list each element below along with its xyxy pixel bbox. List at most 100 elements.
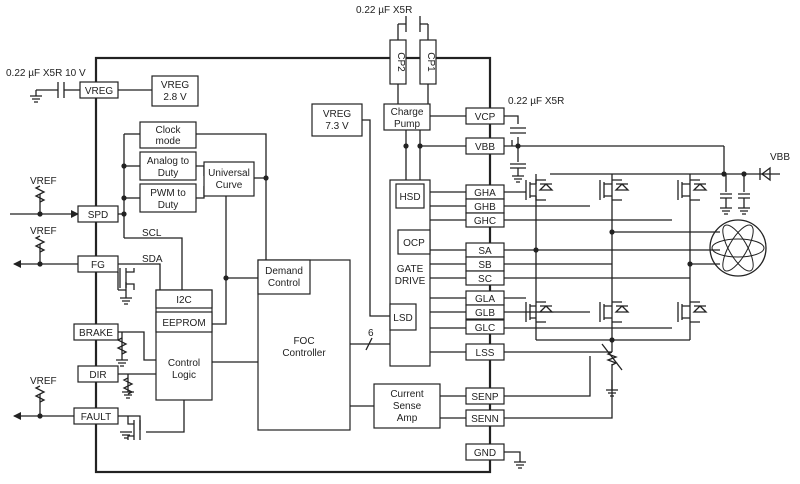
pin-glb: GLB <box>465 304 505 320</box>
pin-sa: SA <box>465 242 505 258</box>
vbb-input-diode <box>759 166 771 182</box>
block-analog-to-duty: Analog to Duty <box>139 151 197 181</box>
mosfet-lc <box>677 301 708 323</box>
vcp-cap-label: 0.22 µF X5R <box>508 96 564 107</box>
svg-text:Pump: Pump <box>394 119 421 130</box>
svg-text:CP1: CP1 <box>425 52 436 72</box>
block-gate-drive: GATE DRIVE <box>389 179 431 367</box>
svg-text:2.8 V: 2.8 V <box>163 92 187 103</box>
svg-text:GLB: GLB <box>475 308 495 319</box>
svg-text:BRAKE: BRAKE <box>79 328 113 339</box>
svg-text:GND: GND <box>474 448 496 459</box>
svg-text:GLC: GLC <box>475 323 496 334</box>
svg-text:Amp: Amp <box>397 413 418 424</box>
pull-up-resistors <box>34 185 618 403</box>
mosfet-ha <box>525 179 554 201</box>
mosfet-la <box>525 301 554 323</box>
block-universal-curve: Universal Curve <box>203 161 255 197</box>
pin-senp: SENP <box>465 387 505 405</box>
svg-text:SENP: SENP <box>471 392 499 403</box>
block-clock-mode: Clock mode <box>139 121 197 149</box>
pin-dir: DIR <box>77 365 119 383</box>
svg-text:VCP: VCP <box>475 112 496 123</box>
mosfet-hc <box>677 179 708 201</box>
vreg73-to-lsd-wire <box>362 119 390 317</box>
pin-vreg: VREG <box>79 81 119 99</box>
svg-text:I2C: I2C <box>176 295 192 306</box>
pin-gla: GLA <box>465 290 505 306</box>
mosfet-hb <box>599 179 630 201</box>
svg-text:HSD: HSD <box>399 192 420 203</box>
svg-text:PWM to: PWM to <box>150 188 186 199</box>
svg-text:Charge: Charge <box>391 107 424 118</box>
bus-width-label: 6 <box>368 328 374 339</box>
svg-text:Controller: Controller <box>282 348 326 359</box>
pin-ghb: GHB <box>465 198 505 214</box>
svg-text:SA: SA <box>478 246 492 257</box>
block-i2c: I2C <box>155 289 213 309</box>
svg-text:Control: Control <box>168 358 200 369</box>
svg-text:EEPROM: EEPROM <box>162 318 205 329</box>
svg-text:SC: SC <box>478 274 492 285</box>
svg-text:LSS: LSS <box>476 348 495 359</box>
svg-text:FAULT: FAULT <box>81 412 111 423</box>
pin-senn: SENN <box>465 409 505 427</box>
svg-text:Demand: Demand <box>265 266 303 277</box>
pin-glc: GLC <box>465 319 505 335</box>
pin-vbb: VBB <box>465 137 505 155</box>
pin-lss: LSS <box>465 343 505 361</box>
vreg-cap-label: 0.22 µF X5R 10 V <box>6 68 86 79</box>
svg-text:Duty: Duty <box>158 200 179 211</box>
cp-cap-label: 0.22 µF X5R <box>356 5 412 16</box>
open-drain-transistors <box>119 268 141 440</box>
svg-text:DIR: DIR <box>89 370 106 381</box>
svg-text:mode: mode <box>155 136 180 147</box>
svg-text:SPD: SPD <box>88 210 109 221</box>
svg-text:VREG: VREG <box>85 86 114 97</box>
block-charge-pump: Charge Pump <box>383 103 431 131</box>
scl-label: SCL <box>142 228 162 239</box>
svg-text:GATE: GATE <box>397 264 424 275</box>
block-lsd: LSD <box>389 303 417 331</box>
pin-cp1: CP1 <box>419 39 437 85</box>
pin-spd: SPD <box>77 205 119 223</box>
vbb-supply-label: VBB <box>770 152 790 163</box>
svg-text:FG: FG <box>91 260 105 271</box>
pin-sc: SC <box>465 270 505 286</box>
sda-label: SDA <box>142 254 163 265</box>
svg-text:GHA: GHA <box>474 188 496 199</box>
svg-text:VREG: VREG <box>161 80 190 91</box>
pin-fault: FAULT <box>73 407 119 425</box>
junction-dots <box>37 143 747 419</box>
block-vreg-7v3: VREG 7.3 V <box>311 103 363 137</box>
svg-text:CP2: CP2 <box>395 52 406 72</box>
svg-text:LSD: LSD <box>393 313 412 324</box>
pin-vcp: VCP <box>465 107 505 125</box>
svg-text:Current: Current <box>390 389 424 400</box>
ground-symbols <box>30 95 750 469</box>
mosfet-lb <box>599 301 630 323</box>
block-vreg-2v8: VREG 2.8 V <box>151 75 199 107</box>
block-demand-control: Demand Control <box>257 259 311 295</box>
pin-cp2: CP2 <box>389 39 407 85</box>
pin-gha: GHA <box>465 184 505 200</box>
svg-text:Clock: Clock <box>155 125 181 136</box>
svg-text:VREG: VREG <box>323 109 352 120</box>
svg-text:Control: Control <box>268 278 300 289</box>
svg-text:Curve: Curve <box>216 180 243 191</box>
vref-label-fg: VREF <box>30 226 57 237</box>
block-eeprom: EEPROM <box>155 311 213 333</box>
svg-text:Analog to: Analog to <box>147 156 190 167</box>
svg-text:FOC: FOC <box>293 336 314 347</box>
svg-text:Sense: Sense <box>393 401 422 412</box>
motor-icon <box>709 219 767 277</box>
vref-label-spd: VREF <box>30 176 57 187</box>
pin-ghc: GHC <box>465 212 505 228</box>
bridge-mosfets <box>525 179 708 323</box>
svg-text:GHB: GHB <box>474 202 496 213</box>
svg-text:7.3 V: 7.3 V <box>325 121 349 132</box>
pin-gnd: GND <box>465 443 505 461</box>
pin-fg: FG <box>77 255 119 273</box>
svg-text:Universal: Universal <box>208 168 250 179</box>
